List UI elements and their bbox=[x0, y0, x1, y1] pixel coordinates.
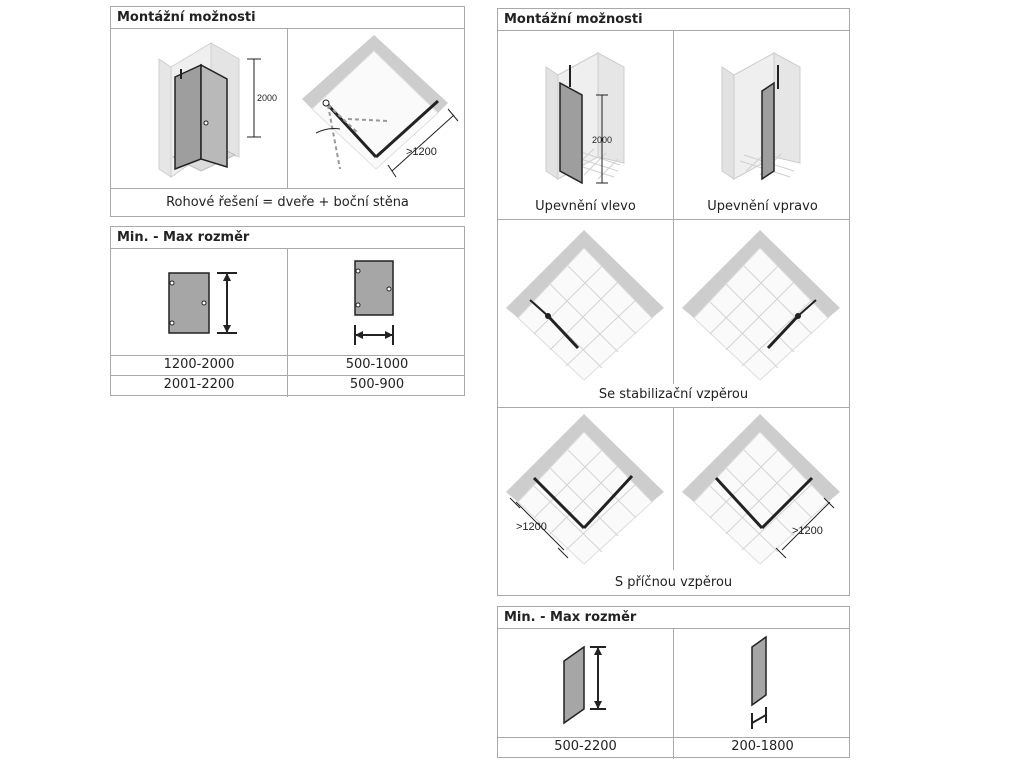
left-sizes-panel: Min. - Max rozměr 1200-2000 500-1000 200… bbox=[110, 226, 465, 397]
wall-mount-right-caption: Upevnění vpravo bbox=[707, 199, 818, 214]
door-width-diagram bbox=[354, 260, 394, 345]
wall-height-diagram bbox=[563, 645, 606, 725]
wall-width-diagram bbox=[751, 635, 767, 729]
size-cell: 500-1000 bbox=[345, 357, 409, 372]
width-dimension-label: >1200 bbox=[406, 146, 437, 158]
right-mounting-panel: Montážní možnosti 2000 Upevnění vlevo bbox=[497, 8, 850, 596]
corner-shower-3d-illustration: 2000 bbox=[158, 42, 277, 178]
right-mounting-title: Montážní možnosti bbox=[498, 9, 849, 31]
cross-brace-right-top-view: >1200 bbox=[682, 414, 840, 565]
cross-brace-left-top-view: >1200 bbox=[506, 414, 664, 565]
right-sizes-panel: Min. - Max rozměr 500-2200 200-1800 bbox=[497, 606, 850, 759]
height-dimension-label: 2000 bbox=[257, 93, 277, 103]
right-sizes-title: Min. - Max rozměr bbox=[498, 607, 849, 629]
size-cell: 500-900 bbox=[349, 377, 405, 392]
size-cell: 2001-2200 bbox=[163, 377, 235, 392]
wall-mount-left-caption: Upevnění vlevo bbox=[535, 199, 636, 214]
corner-shower-top-view: >1200 bbox=[302, 35, 459, 178]
wall-mount-left-illustration: 2000 bbox=[545, 52, 625, 185]
stabilizer-left-top-view bbox=[506, 230, 664, 381]
corner-solution-caption: Rohové řešení = dveře + boční stěna bbox=[166, 195, 409, 210]
left-mounting-title: Montážní možnosti bbox=[111, 7, 464, 29]
height-dimension-label: 2000 bbox=[592, 135, 612, 145]
stabilizer-caption: Se stabilizační vzpěrou bbox=[598, 387, 749, 402]
left-mounting-panel: Montážní možnosti 2000 >1200 bbox=[110, 6, 465, 217]
cross-right-width-label: >1200 bbox=[792, 525, 823, 537]
stabilizer-right-top-view bbox=[682, 230, 840, 381]
left-sizes-title: Min. - Max rozměr bbox=[111, 227, 464, 249]
cross-brace-caption: S příčnou vzpěrou bbox=[614, 575, 733, 590]
wall-mount-right-illustration bbox=[721, 52, 801, 181]
size-cell: 500-2200 bbox=[554, 739, 617, 754]
size-cell: 1200-2000 bbox=[163, 357, 235, 372]
size-cell: 200-1800 bbox=[731, 739, 794, 754]
cross-left-width-label: >1200 bbox=[516, 521, 547, 533]
door-height-diagram bbox=[168, 272, 237, 334]
